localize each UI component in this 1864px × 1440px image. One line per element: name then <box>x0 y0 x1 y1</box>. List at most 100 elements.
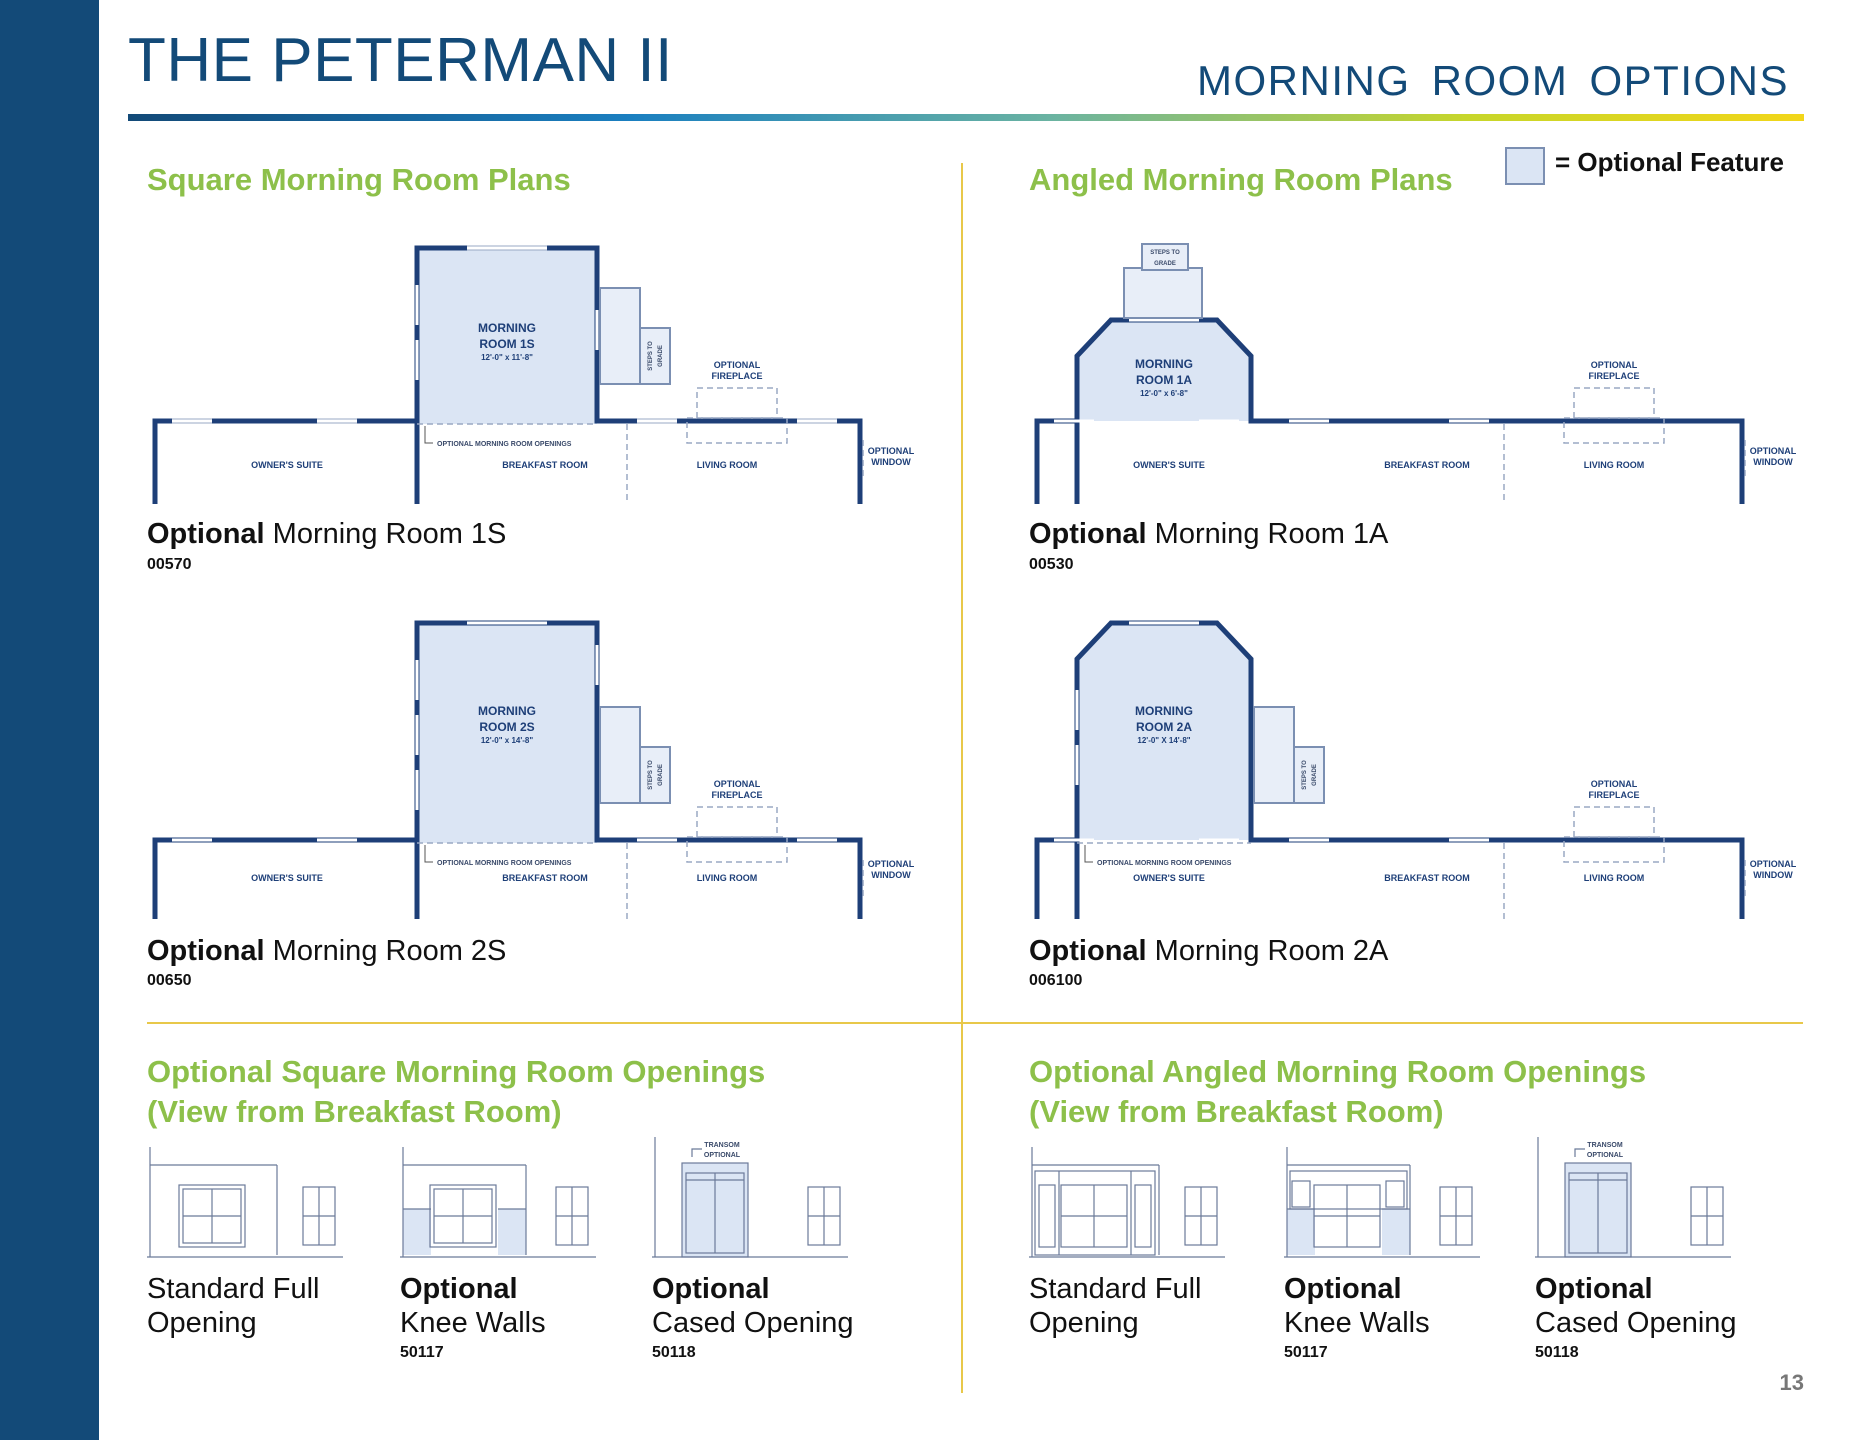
plan-caption-2s: Optional Morning Room 2S <box>147 935 507 967</box>
window-label-2: WINDOW <box>1753 870 1793 880</box>
section-heading-angled-plans: Angled Morning Room Plans <box>1029 162 1453 197</box>
steps-label-2: GRADE <box>1312 764 1318 786</box>
breakfast-room-label: BREAKFAST ROOM <box>1384 873 1470 883</box>
elevation-cased-angled: TRANSOM OPTIONAL <box>1535 1137 1731 1258</box>
room-label-morning: MORNING <box>1135 704 1193 718</box>
plan-code-2a: 006100 <box>1029 972 1083 989</box>
living-room-label: LIVING ROOM <box>1584 873 1645 883</box>
room-dims: 12'-0" x 6'-8" <box>1140 389 1188 398</box>
window-label-1: OPTIONAL <box>1750 446 1797 456</box>
elevation-knee-walls-angled <box>1284 1147 1480 1258</box>
openings-note: OPTIONAL MORNING ROOM OPENINGS <box>437 441 572 448</box>
elevation-cased-square: TRANSOM OPTIONAL <box>652 1137 848 1258</box>
window-label-2: WINDOW <box>1753 457 1793 467</box>
plan-caption-1s: Optional Morning Room 1S <box>147 518 507 550</box>
room-dims: 12'-0" x 14'-8" <box>481 736 534 745</box>
window-label-2: WINDOW <box>871 457 911 467</box>
transom-label-2: OPTIONAL <box>704 1152 741 1159</box>
room-label-morning: MORNING <box>478 321 536 335</box>
fireplace-label-2: FIREPLACE <box>711 790 762 800</box>
optional-room-fill <box>1077 623 1251 840</box>
page-number: 13 <box>1779 1370 1804 1395</box>
window-label-1: OPTIONAL <box>868 446 915 456</box>
optional-feature-swatch <box>1505 147 1545 185</box>
room-dims: 12'-0" x 11'-8" <box>481 353 533 362</box>
floor-plan-1s: MORNING ROOM 1S 12'-0" x 11'-8" STEPS TO… <box>152 245 915 504</box>
window-label-2: WINDOW <box>871 870 911 880</box>
openings-note: OPTIONAL MORNING ROOM OPENINGS <box>437 860 572 867</box>
fireplace-label-2: FIREPLACE <box>1588 790 1639 800</box>
owners-suite-label: OWNER'S SUITE <box>1133 873 1205 883</box>
room-label-room: ROOM 1S <box>479 337 534 351</box>
optional-room-fill <box>1077 320 1251 421</box>
transom-label-2: OPTIONAL <box>1587 1152 1624 1159</box>
fireplace-label-2: FIREPLACE <box>711 371 762 381</box>
steps-label: STEPS TO <box>648 341 654 371</box>
sidebar-band <box>0 0 99 1440</box>
opening-code-cased-square: 50118 <box>652 1344 696 1361</box>
plan-caption-2a: Optional Morning Room 2A <box>1029 935 1389 967</box>
transom-label-1: TRANSOM <box>704 1142 740 1149</box>
optional-room-fill <box>417 250 597 424</box>
transom-label-1: TRANSOM <box>1587 1142 1623 1149</box>
steps-label-2: GRADE <box>658 764 664 786</box>
optional-room-fill <box>417 625 597 843</box>
room-label-room: ROOM 2A <box>1136 720 1192 734</box>
floor-plan-1a: STEPS TO GRADE MORNING ROOM 1A 12'-0" x … <box>1034 243 1797 504</box>
plan-code-1a: 00530 <box>1029 556 1074 573</box>
opening-code-knee-walls-angled: 50117 <box>1284 1344 1328 1361</box>
elevation-standard-angled <box>1029 1147 1225 1258</box>
steps-label: STEPS TO <box>648 760 654 790</box>
steps-label-2: GRADE <box>1154 261 1176 267</box>
fireplace-label-2: FIREPLACE <box>1588 371 1639 381</box>
steps-label: STEPS TO <box>1302 760 1308 790</box>
breakfast-room-label: BREAKFAST ROOM <box>502 873 588 883</box>
page-title: THE PETERMAN II <box>128 26 673 95</box>
elevation-standard-square <box>147 1147 343 1258</box>
page-subtitle: MORNING ROOM OPTIONS <box>1197 57 1789 104</box>
opening-code-cased-angled: 50118 <box>1535 1344 1579 1361</box>
fireplace-label-1: OPTIONAL <box>1591 360 1638 370</box>
living-room-label: LIVING ROOM <box>1584 460 1645 470</box>
elevation-knee-walls-square <box>400 1147 596 1258</box>
fireplace-label-1: OPTIONAL <box>1591 779 1638 789</box>
fireplace-label-1: OPTIONAL <box>714 360 761 370</box>
room-label-room: ROOM 2S <box>479 720 534 734</box>
vertical-divider <box>961 163 963 1393</box>
owners-suite-label: OWNER'S SUITE <box>251 873 323 883</box>
room-dims: 12'-0" X 14'-8" <box>1137 736 1190 745</box>
horizontal-divider <box>147 1022 1803 1024</box>
header-gradient-rule <box>128 114 1804 121</box>
fireplace-label-1: OPTIONAL <box>714 779 761 789</box>
breakfast-room-label: BREAKFAST ROOM <box>1384 460 1470 470</box>
room-label-room: ROOM 1A <box>1136 373 1192 387</box>
living-room-label: LIVING ROOM <box>697 460 758 470</box>
plan-caption-1a: Optional Morning Room 1A <box>1029 518 1389 550</box>
steps-label: STEPS TO <box>1150 250 1180 256</box>
opening-code-knee-walls-square: 50117 <box>400 1344 444 1361</box>
floor-plan-2a: MORNING ROOM 2A 12'-0" X 14'-8" STEPS TO… <box>1034 620 1797 919</box>
section-heading-angled-openings: Optional Angled Morning Room Openings (V… <box>1029 1054 1647 1129</box>
owners-suite-label: OWNER'S SUITE <box>251 460 323 470</box>
steps-label-2: GRADE <box>658 345 664 367</box>
floor-plan-2s: MORNING ROOM 2S 12'-0" x 14'-8" STEPS TO… <box>152 620 915 919</box>
window-label-1: OPTIONAL <box>868 859 915 869</box>
window-label-1: OPTIONAL <box>1750 859 1797 869</box>
living-room-label: LIVING ROOM <box>697 873 758 883</box>
plan-code-2s: 00650 <box>147 972 192 989</box>
breakfast-room-label: BREAKFAST ROOM <box>502 460 588 470</box>
section-heading-square-openings: Optional Square Morning Room Openings (V… <box>147 1054 766 1129</box>
owners-suite-label: OWNER'S SUITE <box>1133 460 1205 470</box>
plan-code-1s: 00570 <box>147 556 192 573</box>
room-label-morning: MORNING <box>478 704 536 718</box>
legend-label: = Optional Feature <box>1555 147 1784 177</box>
openings-note: OPTIONAL MORNING ROOM OPENINGS <box>1097 860 1232 867</box>
room-label-morning: MORNING <box>1135 357 1193 371</box>
section-heading-square-plans: Square Morning Room Plans <box>147 162 571 197</box>
